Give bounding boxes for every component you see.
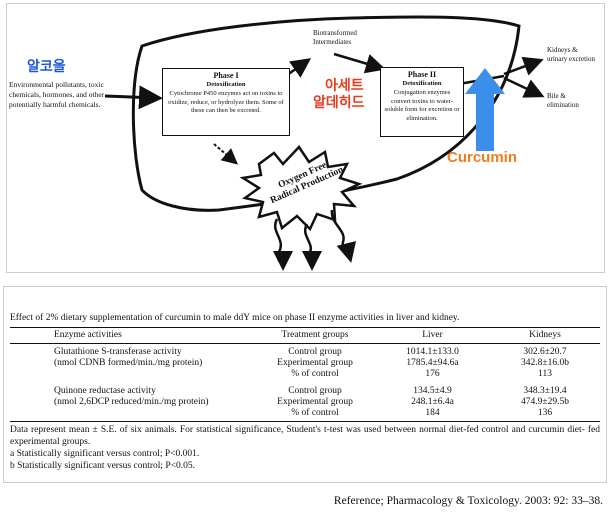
radical-wave-arrow-2 <box>301 223 322 271</box>
enzyme-table: Enzyme activities Treatment groups Liver… <box>10 330 600 472</box>
treatment-cell: Control group <box>288 386 342 396</box>
liver-cell: 134.5±4.9 <box>413 386 452 396</box>
curcumin-arrow <box>465 68 505 151</box>
acetaldehyde-label-line2: 알데히드 <box>313 94 365 110</box>
table-row: % of control 184 136 <box>10 408 600 419</box>
kidneys-excretion-label: Kidneys & urinary excretion <box>547 46 596 63</box>
phase2-body: Conjugation enzymes convert toxins to wa… <box>384 89 460 122</box>
table-header-row: Enzyme activities Treatment groups Liver… <box>10 330 600 341</box>
radical-wave-arrow-1 <box>272 218 293 271</box>
header-rule <box>10 343 600 344</box>
table-note-a: a Statistically significant versus contr… <box>10 449 200 459</box>
phase2-box: Phase II Detoxification Conjugation enzy… <box>380 67 464 137</box>
input-arrow <box>104 85 163 110</box>
kidneys-arrow <box>503 56 544 76</box>
biotransformed-label: Biotransformed Intermediates <box>313 29 357 46</box>
enzyme-name: Quinone reductase activity <box>54 386 156 396</box>
liver-cell: 1014.1±133.0 <box>406 347 459 357</box>
bile-elimination-label: Bile & elimination <box>547 92 579 109</box>
phase2-title: Phase II <box>407 70 437 79</box>
kidneys-cell: 136 <box>537 408 553 418</box>
bottom-rule <box>10 421 600 422</box>
acetaldehyde-label-line1: 아세트 <box>325 77 364 93</box>
table-row: (nmol CDNB formed/min./mg protein) Exper… <box>10 358 600 369</box>
phase1-subtitle: Detoxification <box>206 81 246 88</box>
liver-cell: 184 <box>425 408 440 418</box>
enzyme-name: Glutathione S-transferase activity <box>54 347 182 357</box>
kidneys-cell: 348.3±19.4 <box>523 386 567 396</box>
detox-diagram-graphics <box>104 15 545 271</box>
intermediates-to-phase2-arrow <box>333 52 386 74</box>
table-footnote: Data represent mean ± S.E. of six animal… <box>10 425 600 447</box>
kidneys-cell: 474.9±29.5b <box>521 397 569 407</box>
table-note-b: b Statistically significant versus contr… <box>10 461 196 471</box>
treatment-cell: Experimental group <box>277 397 353 407</box>
radical-wave-arrow-3 <box>330 209 357 263</box>
phase2-subtitle: Detoxification <box>402 80 442 87</box>
input-chemicals-text: Environmental pollutants, toxic chemical… <box>9 80 105 109</box>
header-treatment: Treatment groups <box>281 330 349 340</box>
enzyme-unit: (nmol CDNB formed/min./mg protein) <box>54 358 203 368</box>
header-liver: Liver <box>422 330 443 340</box>
kidneys-cell: 113 <box>538 369 552 379</box>
treatment-cell: Control group <box>288 347 342 357</box>
table-row: Quinone reductase activity Control group… <box>10 386 600 397</box>
table-row: (nmol 2,6DCP reduced/min./mg protein) Ex… <box>10 397 600 408</box>
treatment-cell: Experimental group <box>277 358 353 368</box>
header-kidneys: Kidneys <box>529 330 561 340</box>
enzyme-unit: (nmol 2,6DCP reduced/min./mg protein) <box>54 397 209 407</box>
enzyme-table-panel: Effect of 2% dietary supplementation of … <box>3 286 607 483</box>
table-caption: Effect of 2% dietary supplementation of … <box>10 313 460 323</box>
header-enzyme: Enzyme activities <box>54 330 122 340</box>
treatment-cell: % of control <box>291 369 339 379</box>
table-row: % of control 176 113 <box>10 369 600 380</box>
liver-cell: 1785.4±94.6a <box>406 358 459 368</box>
table-top-rule <box>10 327 600 328</box>
phase1-body: Cytochrome P450 enzymes act on toxins to… <box>168 90 284 114</box>
curcumin-label: Curcumin <box>447 149 518 166</box>
kidneys-cell: 342.8±16.0b <box>521 358 569 368</box>
reference-citation: Reference; Pharmacology & Toxicology. 20… <box>333 495 603 507</box>
liver-cell: 176 <box>425 369 440 379</box>
kidneys-cell: 302.6±20.7 <box>523 347 567 357</box>
phase1-title: Phase I <box>213 71 239 80</box>
radical-starburst <box>239 144 363 232</box>
phase1-box: Phase I Detoxification Cytochrome P450 e… <box>162 68 290 136</box>
treatment-cell: % of control <box>291 408 339 418</box>
alcohol-label: 알코올 <box>27 58 66 74</box>
liver-cell: 248.1±6.4a <box>411 397 454 407</box>
bile-arrow <box>503 76 545 98</box>
detox-diagram-panel: 알코올 Environmental pollutants, toxic chem… <box>6 3 605 273</box>
table-row: Glutathione S-transferase activity Contr… <box>10 347 600 358</box>
